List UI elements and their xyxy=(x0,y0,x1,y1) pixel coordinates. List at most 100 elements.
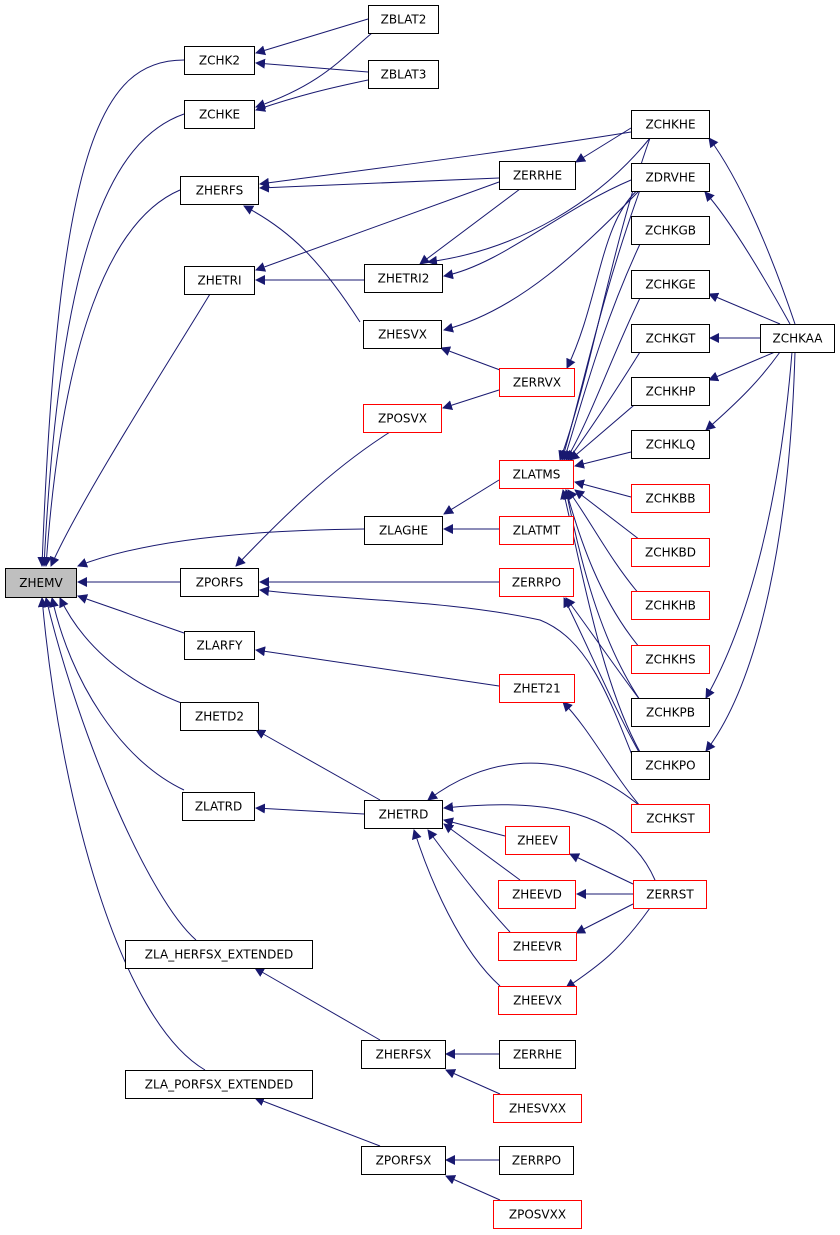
node-zchkst[interactable]: ZCHKST xyxy=(631,804,710,833)
node-zlatmt[interactable]: ZLATMT xyxy=(499,516,574,545)
node-box xyxy=(180,702,259,731)
node-zherfs[interactable]: ZHERFS xyxy=(180,176,259,205)
node-zhetri[interactable]: ZHETRI xyxy=(184,266,255,295)
node-zlarfy[interactable]: ZLARFY xyxy=(184,631,255,660)
node-zchkhp[interactable]: ZCHKHP xyxy=(631,377,710,406)
node-label: ZBLAT3 xyxy=(381,68,427,82)
node-label: ZERRHE xyxy=(513,1048,562,1062)
node-zchklq[interactable]: ZCHKLQ xyxy=(631,430,710,459)
edge-zla_porfsx-to-zhemv xyxy=(37,597,206,1071)
node-box xyxy=(363,404,442,433)
edge-zerrhe-to-zhetri2 xyxy=(419,188,521,265)
node-zlatrd[interactable]: ZLATRD xyxy=(182,792,255,821)
edge-zherfsx-to-zla_herfsx xyxy=(254,967,381,1041)
node-zhetri2[interactable]: ZHETRI2 xyxy=(364,264,443,293)
node-zchkaa[interactable]: ZCHKAA xyxy=(760,324,835,353)
node-zhesvxx[interactable]: ZHESVXX xyxy=(493,1094,582,1123)
edge-zerrvx-to-zposvx xyxy=(442,389,500,411)
node-zheevr[interactable]: ZHEEVR xyxy=(498,932,577,961)
edge-zchkhb-to-zlatms xyxy=(567,489,641,596)
node-box xyxy=(633,880,707,909)
node-label: ZHEEVX xyxy=(513,994,562,1008)
edge-zhetrd-to-zlatrd xyxy=(255,803,365,815)
node-box xyxy=(505,826,570,855)
node-zerrpo[interactable]: ZERRPO xyxy=(499,568,574,597)
node-label: ZHET21 xyxy=(513,682,560,696)
node-box xyxy=(493,1200,582,1229)
node-zla-herfsx[interactable]: ZLA_HERFSX_EXTENDED xyxy=(125,940,313,969)
node-zchkgb[interactable]: ZCHKGB xyxy=(631,216,710,245)
node-zchkhb[interactable]: ZCHKHB xyxy=(631,591,710,620)
edge-zerrst-to-zheevr xyxy=(575,903,634,934)
node-label: ZHETD2 xyxy=(195,710,244,724)
node-zlatms[interactable]: ZLATMS xyxy=(499,460,574,489)
node-label: ZHEEVR xyxy=(513,940,562,954)
node-zposvx[interactable]: ZPOSVX xyxy=(363,404,442,433)
node-label: ZCHKHP xyxy=(646,385,696,399)
edge-zheev-to-zhetrd xyxy=(443,817,506,837)
node-zporfs[interactable]: ZPORFS xyxy=(180,568,259,597)
node-label: ZCHKGT xyxy=(646,332,696,346)
node-zlaghe[interactable]: ZLAGHE xyxy=(364,516,443,545)
edge-zchkaa-to-zdrvhe xyxy=(704,191,791,325)
node-zchkge[interactable]: ZCHKGE xyxy=(631,270,710,299)
node-label: ZLATMS xyxy=(513,468,561,482)
node-zchkbb[interactable]: ZCHKBB xyxy=(631,484,710,513)
edge-zlarfy-to-zhemv xyxy=(77,594,185,634)
node-label: ZLATMT xyxy=(513,524,561,538)
edge-zchkhe-to-zhetri2 xyxy=(427,137,651,266)
node-zposvxx[interactable]: ZPOSVXX xyxy=(493,1200,582,1229)
node-label: ZCHKPO xyxy=(645,759,695,773)
node-label: ZERRPO xyxy=(512,576,561,590)
node-label: ZHETRI xyxy=(197,274,241,288)
node-zerrhe[interactable]: ZERRHE xyxy=(499,161,576,190)
node-zblat2[interactable]: ZBLAT2 xyxy=(368,5,439,34)
node-zerrpo2[interactable]: ZERRPO xyxy=(499,1146,574,1175)
node-box xyxy=(499,1146,574,1175)
node-box xyxy=(631,163,710,192)
node-zerrhe2[interactable]: ZERRHE xyxy=(499,1040,576,1069)
node-zheevd[interactable]: ZHEEVD xyxy=(498,880,576,909)
node-zporfsx[interactable]: ZPORFSX xyxy=(361,1146,446,1175)
node-zhetrd[interactable]: ZHETRD xyxy=(364,800,443,829)
edge-zerrhe-to-zhetri xyxy=(255,181,500,272)
node-box xyxy=(180,176,259,205)
edge-zhetd2-to-zhemv xyxy=(59,597,185,705)
node-zheevx[interactable]: ZHEEVX xyxy=(498,986,577,1015)
node-zhesvx[interactable]: ZHESVX xyxy=(363,320,442,349)
node-box xyxy=(498,880,576,909)
node-zchk2[interactable]: ZCHK2 xyxy=(184,46,255,75)
node-label: ZLARFY xyxy=(197,639,244,653)
node-zherfsx[interactable]: ZHERFSX xyxy=(361,1040,446,1069)
node-zchkgt[interactable]: ZCHKGT xyxy=(631,324,710,353)
node-zchkhs[interactable]: ZCHKHS xyxy=(631,645,710,674)
node-zchkbd[interactable]: ZCHKBD xyxy=(631,538,710,567)
node-zheev[interactable]: ZHEEV xyxy=(505,826,570,855)
node-zchkpb[interactable]: ZCHKPB xyxy=(631,698,710,727)
node-zerrst[interactable]: ZERRST xyxy=(633,880,707,909)
node-zchkhe[interactable]: ZCHKHE xyxy=(631,110,710,139)
node-box xyxy=(182,792,255,821)
node-label: ZCHKPB xyxy=(646,706,695,720)
node-zchke[interactable]: ZCHKE xyxy=(184,100,255,129)
node-box xyxy=(631,698,710,727)
node-box xyxy=(5,568,77,598)
node-zerrvx[interactable]: ZERRVX xyxy=(499,368,575,397)
edge-zlatms-to-zlaghe xyxy=(443,479,500,515)
edge-zchkhp-to-zlatms xyxy=(569,399,641,461)
node-label: ZHEMV xyxy=(19,576,63,590)
node-zla-porfsx[interactable]: ZLA_PORFSX_EXTENDED xyxy=(125,1070,313,1099)
node-zblat3[interactable]: ZBLAT3 xyxy=(368,60,439,89)
node-box xyxy=(631,110,710,139)
node-label: ZHETRI2 xyxy=(378,272,430,286)
edge-zchkgt-to-zlatms xyxy=(567,351,641,461)
node-box xyxy=(364,800,443,829)
node-box xyxy=(184,100,255,129)
edge-zchkpo-to-zerrpo xyxy=(563,597,641,755)
node-zchkpo[interactable]: ZCHKPO xyxy=(631,751,710,780)
node-zdrvhe[interactable]: ZDRVHE xyxy=(631,163,710,192)
edge-zchkbd-to-zlatms xyxy=(574,489,641,541)
node-zhet21[interactable]: ZHET21 xyxy=(499,674,575,703)
node-box xyxy=(499,460,574,489)
node-zhetd2[interactable]: ZHETD2 xyxy=(180,702,259,731)
